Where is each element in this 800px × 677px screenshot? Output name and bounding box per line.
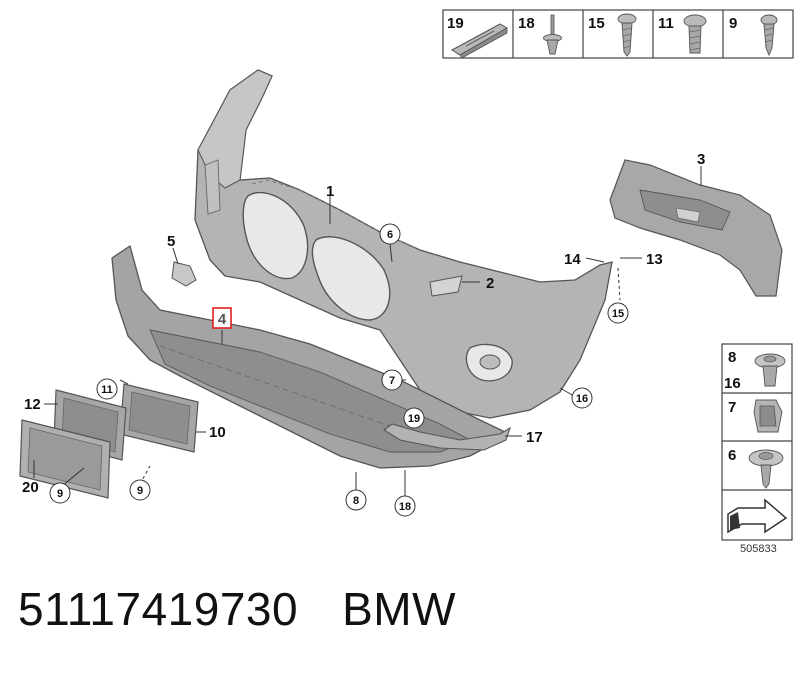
plain-callouts: 1 2 3 5 10 12 13 14 17 20 [22, 151, 705, 496]
circled-callout-9a: 9 [49, 482, 71, 504]
svg-text:18: 18 [399, 501, 411, 513]
callout-10: 10 [209, 424, 226, 441]
plate-base-part-20 [19, 419, 111, 499]
strip-label-19: 19 [447, 15, 464, 32]
callout-20: 20 [22, 479, 39, 496]
circled-callout-19: 19 [403, 407, 425, 429]
side-label-8: 8 [728, 349, 736, 366]
circled-callout-8: 8 [345, 489, 367, 511]
circled-callout-16: 16 [571, 387, 593, 409]
svg-text:9: 9 [57, 488, 63, 500]
circled-callout-15: 15 [607, 302, 629, 324]
side-panel: 8 16 7 6 505833 [721, 343, 793, 555]
circled-callout-6: 6 [379, 223, 401, 245]
plate-holder-part-10 [119, 383, 199, 453]
screw-icon [617, 13, 637, 57]
svg-text:8: 8 [353, 495, 359, 507]
bolt-icon [683, 14, 707, 54]
front-bumper-part-1 [194, 69, 613, 419]
svg-text:16: 16 [576, 393, 588, 405]
circled-callout-7: 7 [381, 369, 403, 391]
callout-12: 12 [24, 396, 41, 413]
callout-13: 13 [646, 251, 663, 268]
callout-5: 5 [167, 233, 175, 250]
circled-callout-18: 18 [394, 495, 416, 517]
clip-rail-icon [451, 23, 509, 59]
side-label-7: 7 [728, 399, 736, 416]
strip-label-15: 15 [588, 15, 605, 32]
callout-17: 17 [526, 429, 543, 446]
svg-text:11: 11 [101, 384, 113, 396]
callout-2: 2 [486, 275, 494, 292]
circled-callout-9b: 9 [129, 479, 151, 501]
side-label-6: 6 [728, 447, 736, 464]
cover-part-5 [171, 261, 197, 287]
circled-callouts: 6 7 8 9 9 11 15 16 [49, 223, 629, 517]
callout-1: 1 [326, 183, 334, 200]
brand-name: BMW [342, 583, 457, 635]
highlighted-callout-4: 4 [212, 307, 232, 329]
part-number: 51117419730 [18, 583, 299, 635]
bottom-caption: 51117419730 BMW [18, 582, 500, 636]
fastener-strip: 19 18 15 11 9 [442, 9, 794, 59]
strip-label-9: 9 [729, 15, 737, 32]
callout-4: 4 [218, 311, 227, 328]
callout-3: 3 [697, 151, 705, 168]
svg-text:9: 9 [137, 485, 143, 497]
strip-label-11: 11 [658, 15, 674, 32]
push-rivet-icon [754, 353, 786, 387]
circled-callout-11: 11 [96, 378, 118, 400]
side-label-16: 16 [724, 375, 741, 392]
bracket-part-3 [609, 159, 783, 297]
svg-text:19: 19 [408, 413, 420, 425]
svg-text:15: 15 [612, 308, 624, 320]
svg-text:7: 7 [389, 375, 395, 387]
arrow-direction-icon [727, 498, 788, 534]
trim-strip-part-17 [383, 423, 511, 451]
strip-label-18: 18 [518, 15, 535, 32]
expanding-rivet-icon [543, 14, 562, 55]
diagram-id: 505833 [740, 543, 777, 555]
callout-14: 14 [564, 251, 581, 268]
washer-screw-icon [748, 449, 784, 489]
spring-clip-icon [753, 399, 783, 433]
self-tapping-screw-icon [760, 14, 778, 57]
leader-lines [33, 166, 702, 498]
svg-text:6: 6 [387, 229, 393, 241]
